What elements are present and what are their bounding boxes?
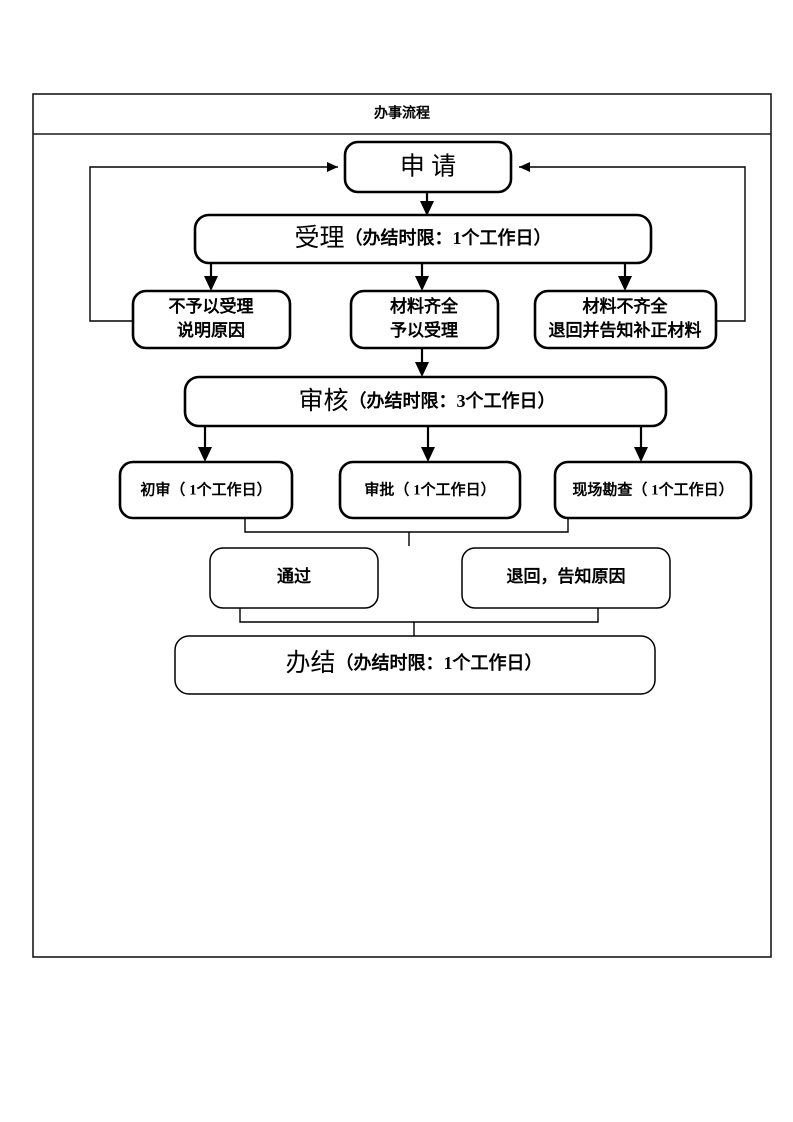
node-accept-text: 受理（办结时限：1个工作日） (294, 224, 551, 252)
arrowhead-accept-to-incomplete (618, 276, 632, 291)
arrowhead-accept-to-reject (204, 276, 218, 291)
node-return-label: 退回，告知原因 (507, 566, 626, 586)
node-accept-label-sub: （办结时限：1个工作日） (345, 227, 552, 248)
node-done-text: 办结（办结时限：1个工作日） (285, 649, 542, 677)
connector-merge-review-row (244, 518, 569, 533)
node-materials-incomplete-line2: 退回并告知补正材料 (549, 320, 702, 340)
connector-incomplete-to-apply (519, 166, 746, 322)
node-materials-complete-line1: 材料齐全 (390, 296, 459, 316)
node-materials-incomplete-box[interactable] (533, 289, 718, 350)
node-materials-complete-box[interactable] (349, 289, 500, 350)
arrowhead-review-to-approval (421, 447, 435, 462)
arrowhead-complete-to-review (415, 362, 429, 377)
node-review-label-main: 审核 (298, 387, 348, 415)
node-approval-box[interactable] (338, 460, 522, 520)
node-apply-label: 申 请 (400, 153, 456, 181)
node-review-label-sub: （办结时限：3个工作日） (349, 390, 556, 411)
node-reject-line1: 不予以受理 (169, 296, 254, 316)
node-site-survey-label: 现场勘查（ 1个工作日） (572, 480, 733, 498)
node-done-box[interactable] (174, 635, 656, 695)
connector-merge-result-row (239, 608, 599, 623)
arrowhead-review-to-first-review (198, 447, 212, 462)
arrowhead-reject-to-apply (327, 162, 338, 172)
page-title: 办事流程 (374, 105, 430, 121)
node-pass-label: 通过 (277, 567, 311, 586)
node-apply-box[interactable] (343, 140, 513, 194)
node-review-text: 审核（办结时限：3个工作日） (298, 387, 555, 415)
node-review-box[interactable] (183, 375, 668, 428)
outer-frame (32, 93, 772, 958)
node-pass-box[interactable] (209, 547, 379, 609)
node-first-review-label: 初审（ 1个工作日） (140, 480, 271, 498)
arrowhead-accept-to-complete (415, 276, 429, 291)
arrowhead-incomplete-to-apply (519, 162, 530, 172)
arrowhead-apply-to-accept (420, 201, 434, 216)
node-accept-box[interactable] (193, 213, 653, 265)
node-done-label-main: 办结 (285, 649, 335, 677)
node-approval-label: 审批（ 1个工作日） (364, 480, 495, 498)
node-return-box[interactable] (461, 547, 671, 609)
node-site-survey-box[interactable] (553, 460, 753, 520)
node-materials-complete-line2: 予以受理 (390, 320, 458, 340)
node-accept-label-main: 受理 (294, 224, 344, 252)
node-done-label-sub: （办结时限：1个工作日） (336, 652, 543, 673)
node-reject-box[interactable] (131, 289, 292, 350)
arrowhead-review-to-site-survey (634, 447, 648, 462)
node-first-review-box[interactable] (118, 460, 294, 520)
connector-reject-to-apply (89, 166, 338, 322)
node-materials-incomplete-line1: 材料不齐全 (583, 296, 669, 316)
node-reject-line2: 说明原因 (177, 320, 245, 340)
